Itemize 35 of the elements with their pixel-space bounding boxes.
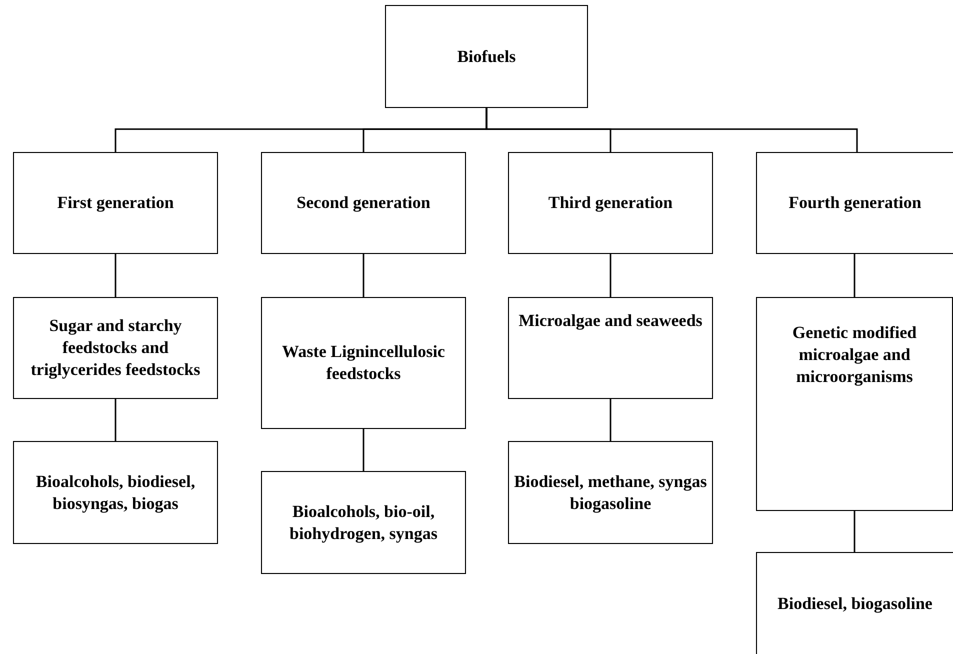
text-box [261,152,466,254]
connector-line [486,108,858,152]
text-box [756,552,953,654]
connector-line [362,429,364,471]
connector-line [610,254,612,297]
box-label: Third generation [548,192,673,214]
box-label: Bioalcohols, bio-oil, biohydrogen, syngas [288,500,438,544]
text-box [13,441,218,544]
box-label: Bioalcohols, biodiesel, biosyngas, biogas [34,470,196,514]
box-label: Biodiesel, biogasoline [778,592,932,614]
box-label: First generation [57,192,174,214]
connector-line [114,399,116,441]
box-label: Biodiesel, methane, syngas biogasoline [513,470,708,514]
box-label: Biofuels [457,46,516,68]
connector-line [854,511,856,552]
text-box [13,152,218,254]
text-box [756,297,953,511]
text-box [508,441,713,544]
text-box [756,152,953,254]
box-label: Microalgae and seaweeds [518,310,702,332]
text-box [261,471,466,574]
text-box [508,152,713,254]
connector-line [362,254,364,297]
box-label: Genetic modified microalgae and microorganisms [791,322,918,388]
text-box [261,297,466,429]
box-label: Sugar and starchy feedstocks and triglycerides feedstocks [30,315,202,381]
box-label: Second generation [296,192,430,214]
connector-line [854,254,856,297]
connector-line [610,399,612,441]
text-box [385,5,588,108]
text-box [13,297,218,399]
connector-line [114,254,116,297]
text-box [508,297,713,399]
box-label: Waste Lignincellulosic feedstocks [281,341,446,385]
box-label: Fourth generation [788,192,922,214]
